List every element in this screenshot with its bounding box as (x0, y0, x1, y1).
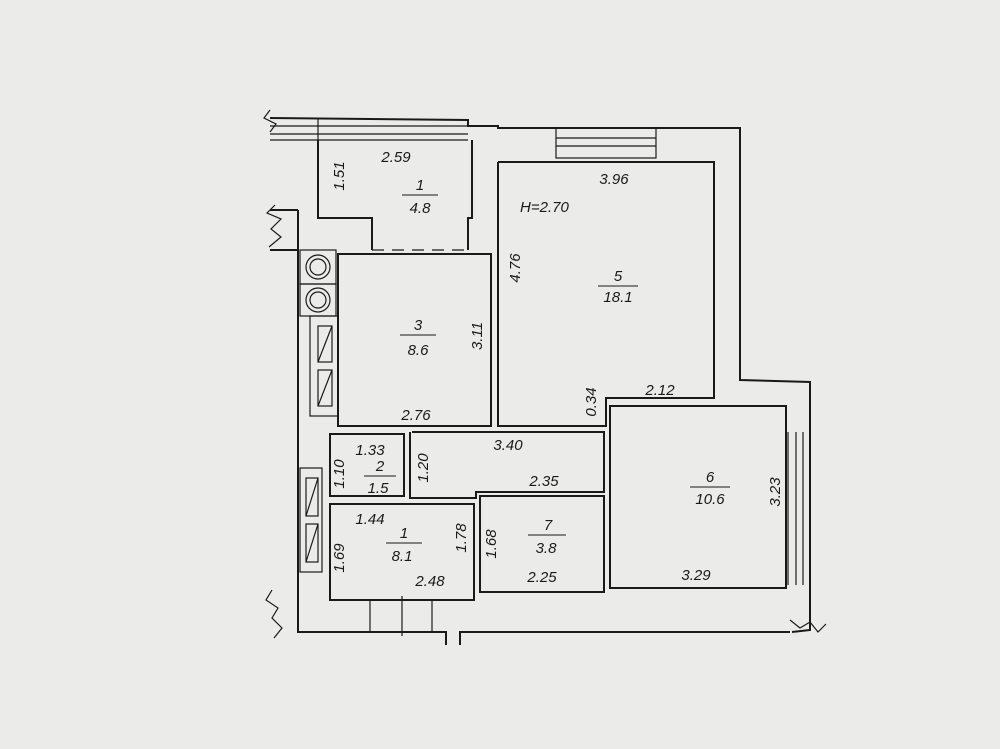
ceiling-height-note: H=2.70 (520, 199, 569, 216)
dimension-labels: 2.59 1.51 3.96 4.76 2.12 0.34 3.11 2.76 … (331, 149, 784, 590)
room-2-outline (329, 433, 405, 497)
window-room-5 (555, 127, 657, 159)
room-6-outline (609, 405, 787, 589)
dim-r5-step: 0.34 (583, 387, 600, 416)
dim-r7-width-top: 2.35 (528, 473, 559, 490)
dim-r6-width: 3.29 (681, 567, 711, 584)
dim-r5-width-bottom: 2.12 (644, 382, 675, 399)
room-1-area: 8.1 (392, 548, 413, 565)
room-4-outline (317, 140, 473, 251)
dim-r1-height-right: 1.78 (453, 523, 470, 553)
room-7-number: 7 (544, 517, 553, 534)
dim-r6-height: 3.23 (767, 477, 784, 507)
dim-r7-width-bottom: 2.25 (526, 569, 557, 586)
room-1-label: 1 8.1 (386, 525, 422, 565)
room-4-area: 4.8 (410, 200, 432, 217)
dim-r4-height: 1.51 (331, 161, 348, 190)
hall-outline (409, 431, 605, 499)
room-6-number: 6 (706, 469, 715, 486)
dim-r2-width: 1.33 (355, 442, 385, 459)
room-5-area: 18.1 (603, 289, 632, 306)
room-5-number: 5 (614, 268, 623, 285)
dim-r1-width-top: 1.44 (355, 511, 384, 528)
room-2-number: 2 (375, 458, 385, 475)
room-7-label: 7 3.8 (528, 517, 566, 557)
room-3-label: 3 8.6 (400, 317, 436, 359)
dim-r1-width-bottom: 2.48 (414, 573, 445, 590)
room-4-number: 1 (416, 177, 424, 194)
room-3-number: 3 (414, 317, 423, 334)
dim-r1-height-left: 1.69 (331, 543, 348, 573)
room-1-number: 1 (400, 525, 408, 542)
dim-r2-height: 1.10 (331, 459, 348, 489)
room-6-area: 10.6 (695, 491, 725, 508)
dim-r7-height: 1.68 (483, 529, 500, 559)
dim-hall-height: 1.20 (415, 453, 432, 483)
room-1-outline (329, 503, 475, 601)
room-5-label: 5 18.1 (598, 268, 638, 306)
dim-hall-width: 3.40 (493, 437, 523, 454)
dim-r5-width-top: 3.96 (599, 171, 629, 188)
dim-r4-width: 2.59 (380, 149, 411, 166)
room-2-area: 1.5 (368, 480, 390, 497)
room-7-area: 3.8 (536, 540, 558, 557)
outer-walls (263, 109, 827, 645)
room-5-outline (497, 161, 715, 427)
entry-door (369, 596, 433, 636)
window-room-6 (787, 432, 804, 585)
room-2-label: 2 1.5 (364, 458, 396, 497)
top-balcony (270, 118, 468, 141)
room-4-label: 1 4.8 (402, 177, 438, 217)
ventilation-shafts (299, 249, 339, 573)
dim-r3-width: 2.76 (400, 407, 431, 424)
dim-r5-height: 4.76 (507, 253, 524, 283)
room-7-outline (479, 495, 605, 593)
room-3-area: 8.6 (408, 342, 430, 359)
room-6-label: 6 10.6 (690, 469, 730, 508)
room-3-outline (337, 253, 492, 427)
dim-r3-height: 3.11 (469, 322, 486, 350)
